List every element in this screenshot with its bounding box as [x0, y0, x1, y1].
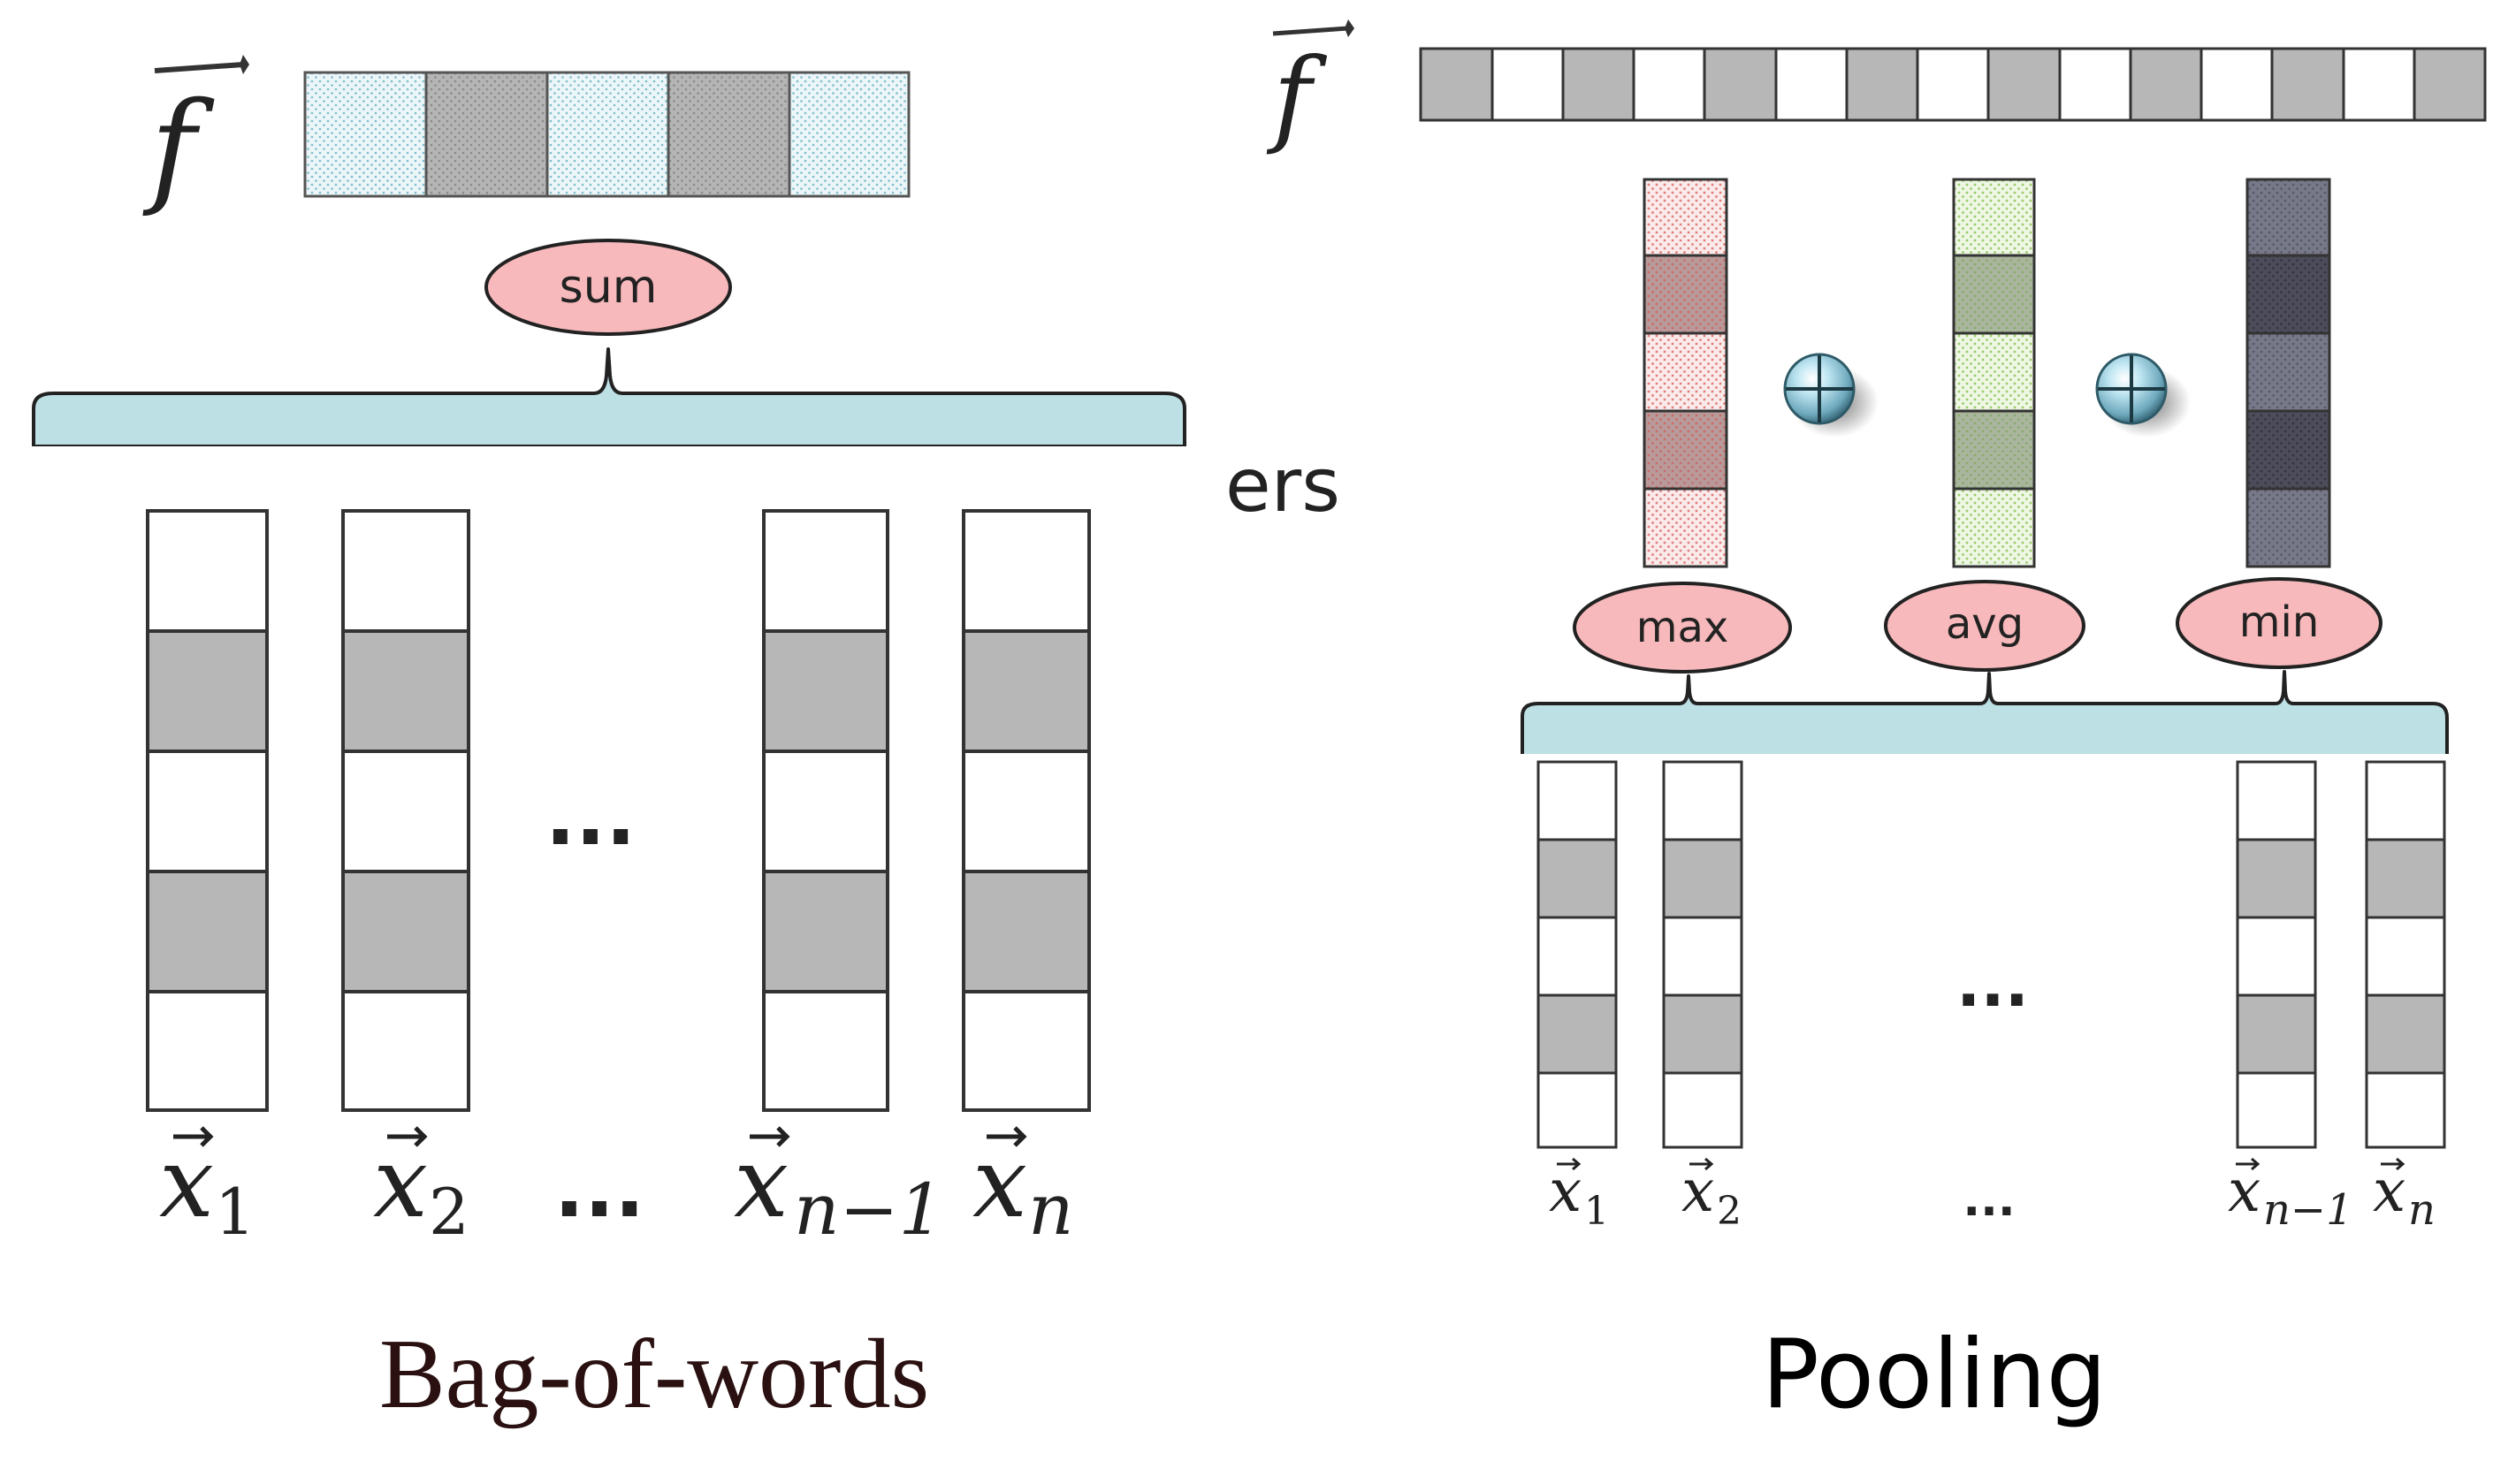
vector-arrow-bar — [154, 62, 244, 73]
x-label-n: x n — [972, 1126, 1074, 1251]
right-x-labels: x 1 x 2 ... x n−1 x n — [1549, 1157, 2436, 1235]
svg-text:x: x — [1549, 1157, 1582, 1225]
min-label: min — [2239, 597, 2320, 647]
feature-cell — [2129, 47, 2203, 122]
right-ellipsis-labels: ... — [1963, 1174, 2015, 1227]
svg-text:x: x — [2228, 1157, 2260, 1225]
max-pooled-vector — [1643, 178, 1728, 568]
word-vector-n-minus-1 — [2236, 760, 2317, 1149]
avg-label: avg — [1946, 599, 2024, 649]
vector-arrow-bar — [1272, 26, 1349, 36]
x-label-2: x 2 — [1681, 1157, 1742, 1234]
left-ellipsis-labels: ... — [554, 1143, 645, 1236]
svg-text:2: 2 — [429, 1175, 469, 1249]
feature-cell — [1419, 47, 1494, 122]
feature-cell — [667, 71, 791, 198]
feature-cell — [1632, 47, 1706, 122]
feature-cell — [1986, 47, 2062, 122]
feature-cell — [2270, 47, 2345, 122]
plus-circle-icon — [2095, 353, 2191, 438]
sum-oval — [484, 239, 732, 336]
vector-arrow — [987, 1126, 1027, 1147]
fragment-text: ers — [1225, 442, 1340, 529]
vector-arrow — [173, 1126, 214, 1147]
svg-text:n: n — [2408, 1185, 2436, 1235]
right-feature-vector — [1419, 47, 2487, 122]
feature-cell — [1490, 47, 1565, 122]
feature-cell — [1845, 47, 1919, 122]
left-feature-vector-symbol: f — [142, 55, 249, 220]
svg-text:1: 1 — [215, 1175, 255, 1249]
feature-cell — [1774, 47, 1849, 122]
right-feature-vector-symbol: f — [1266, 19, 1354, 157]
right-brace — [1521, 670, 2449, 759]
left-feature-vector — [303, 71, 911, 198]
sum-aggregator: sum — [484, 239, 732, 336]
feature-cell — [1916, 47, 1990, 122]
right-word-vectors: ... — [1536, 760, 2446, 1149]
svg-text:n−1: n−1 — [2263, 1185, 2353, 1235]
x-label-1: x 1 — [159, 1126, 255, 1249]
left-feature-symbol: f — [142, 76, 215, 220]
bag-of-words-caption: Bag-of-words — [379, 1320, 929, 1429]
vector-arrow-head — [240, 55, 249, 74]
svg-text:x: x — [1681, 1157, 1714, 1225]
feature-cell — [2199, 47, 2274, 122]
svg-text:1: 1 — [1584, 1189, 1609, 1234]
word-vector-1 — [146, 509, 269, 1112]
right-feature-symbol: f — [1266, 35, 1328, 157]
feature-cell — [545, 71, 670, 198]
svg-text:x: x — [2373, 1157, 2405, 1225]
vector-arrow — [750, 1126, 790, 1147]
vector-arrow — [387, 1126, 428, 1147]
pooling-caption: Pooling — [1762, 1320, 2107, 1430]
left-ellipsis-mid: ... — [545, 771, 637, 864]
word-vector-n-minus-1 — [762, 509, 889, 1112]
feature-cell — [1703, 47, 1778, 122]
feature-cell — [788, 71, 911, 198]
word-vector-n — [962, 509, 1091, 1112]
word-vector-n — [2365, 760, 2446, 1149]
feature-cell — [2342, 47, 2416, 122]
x-label-1: x 1 — [1549, 1157, 1609, 1234]
left-brace — [32, 347, 1186, 448]
svg-text:2: 2 — [1717, 1189, 1742, 1234]
max-aggregator: max — [1573, 582, 1792, 674]
feature-cell — [303, 71, 428, 198]
sum-label: sum — [560, 261, 658, 314]
x-label-n-minus-1: x n−1 — [2228, 1157, 2353, 1235]
feature-cell — [2413, 47, 2487, 122]
feature-cell — [2058, 47, 2132, 122]
avg-aggregator: avg — [1884, 580, 2085, 672]
left-x-labels: x 1 x 2 ... x n−1 x n — [159, 1126, 1074, 1251]
avg-pooled-vector — [1952, 178, 2036, 568]
vector-arrow-head — [1345, 19, 1354, 37]
plus-circle-icon — [1783, 353, 1879, 438]
min-aggregator: min — [2176, 577, 2382, 669]
word-vector-2 — [341, 509, 470, 1112]
max-label: max — [1636, 603, 1729, 652]
x-label-2: x 2 — [373, 1126, 469, 1249]
svg-text:n: n — [1028, 1168, 1074, 1251]
word-vector-1 — [1536, 760, 1618, 1149]
right-ellipsis-mid: ... — [1956, 947, 2029, 1021]
feature-cell — [1561, 47, 1635, 122]
min-pooled-vector — [2245, 178, 2331, 568]
x-label-n-minus-1: x n−1 — [734, 1126, 943, 1251]
svg-text:n−1: n−1 — [794, 1168, 943, 1251]
pooling-panel: f — [1266, 19, 2487, 1430]
x-label-n: x n — [2373, 1157, 2436, 1235]
word-vector-2 — [1662, 760, 1743, 1149]
left-word-vectors: ... — [146, 509, 1091, 1112]
feature-cell — [424, 71, 549, 198]
bag-of-words-panel: f sum — [27, 55, 1193, 1429]
